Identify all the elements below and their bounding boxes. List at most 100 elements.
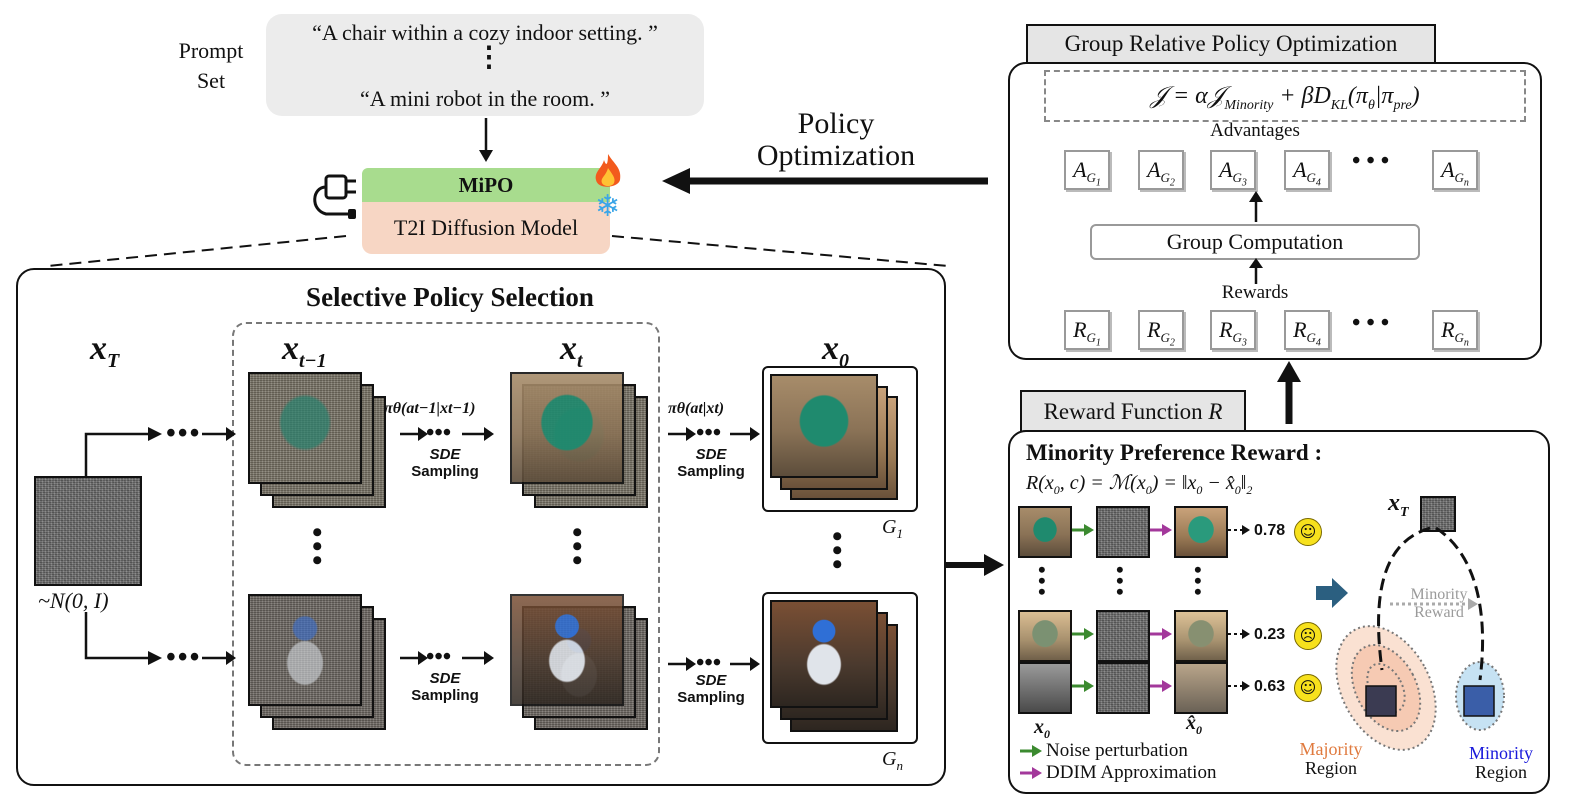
reward-chip-3: RG3 xyxy=(1210,310,1256,350)
reward-chip-4: RG4 xyxy=(1284,310,1330,350)
plug-icon xyxy=(306,170,364,235)
to-reward-arrow xyxy=(946,554,1004,576)
teal-right-arrow xyxy=(1316,578,1348,608)
prompt-2: “A mini robot in the room. ” xyxy=(360,86,610,111)
label-xT: xT xyxy=(90,330,120,372)
region-diagram xyxy=(1335,526,1505,751)
majority-region-label: Majority Region xyxy=(1299,739,1363,778)
advantage-chip-3: AG3 xyxy=(1210,150,1256,190)
reward-row2-noise xyxy=(1096,610,1150,662)
x0-group-1-frame xyxy=(762,366,918,512)
prompt-1: “A chair within a cozy indoor setting. ” xyxy=(312,20,658,45)
smiley-icon-1: ☺ xyxy=(1294,518,1322,546)
score-1: 0.78 xyxy=(1254,522,1286,539)
vdots-xt-1: ••• xyxy=(312,516,323,577)
snowflake-icon: ❄ xyxy=(595,189,621,224)
policy-optimization-arrow xyxy=(662,168,988,194)
advantages-label: Advantages xyxy=(1210,120,1300,141)
sde-sampling-3: SDE Sampling xyxy=(677,446,745,480)
reward-x0hat-label: x̂0 xyxy=(1186,712,1202,737)
vdots-x0: ••• xyxy=(832,520,843,581)
xt-1-chair-image xyxy=(248,372,362,484)
dots-top-1: ••• xyxy=(166,418,202,449)
policy-label-1: πθ(at−1|xt−1) xyxy=(384,400,476,417)
prompt-ellipsis: ⋮ xyxy=(475,42,503,73)
score-2: 0.23 xyxy=(1254,626,1286,643)
x0-robot-image xyxy=(770,600,878,708)
label-xt: xt xyxy=(560,330,583,372)
mid-arrows xyxy=(400,427,494,665)
minority-reward-formula: R(x0, c) = ℳ(x0) = ‖x0 − x̂0‖2 xyxy=(1026,472,1253,497)
reward-fn-title-tab: Reward Function R xyxy=(1020,390,1246,432)
smiley-icon-2: ☺ xyxy=(1294,674,1322,702)
frown-icon: ☹ xyxy=(1294,622,1322,650)
dots-right-bottom: ••• xyxy=(696,650,722,676)
dots-mid-top: ••• xyxy=(426,420,452,446)
advantage-chip-n: AGn xyxy=(1432,150,1478,190)
group-computation-box: Group Computation xyxy=(1090,224,1420,260)
group-G1: G1 xyxy=(882,516,903,541)
reward-row3-x0 xyxy=(1018,662,1072,714)
reward-row1-noise xyxy=(1096,506,1150,558)
legend-arrows xyxy=(1020,745,1042,779)
region-xT-image xyxy=(1420,496,1456,532)
reward-row1-recon xyxy=(1174,506,1228,558)
label-x0: x0 xyxy=(822,330,849,372)
minority-reward-arrow-label: Minority Reward xyxy=(1410,586,1468,621)
sde-sampling-1: SDE Sampling xyxy=(411,446,479,480)
dots-mid-bottom: ••• xyxy=(426,644,452,670)
objective-box: 𝒥 = α𝒥Minority + βDKL(πθ|πpre) xyxy=(1044,70,1526,122)
vdots-xt: ••• xyxy=(572,516,583,577)
prompt-set-box: “A chair within a cozy indoor setting. ”… xyxy=(266,14,704,116)
label-xt-1: xt−1 xyxy=(282,330,327,372)
advantage-chip-4: AG4 xyxy=(1284,150,1330,190)
grpo-up-arrow-1 xyxy=(1249,191,1263,222)
sde-sampling-2: SDE Sampling xyxy=(411,670,479,704)
grpo-up-arrow-2 xyxy=(1249,258,1263,284)
advantage-dots: • • • xyxy=(1352,148,1390,174)
t2i-label: T2I Diffusion Model xyxy=(362,202,610,254)
reward-row1-x0 xyxy=(1018,506,1072,558)
reward-row-arrows xyxy=(1072,524,1250,692)
group-Gn: Gn xyxy=(882,748,903,773)
reward-chip-n: RGn xyxy=(1432,310,1478,350)
dots-bottom-1: ••• xyxy=(166,642,202,673)
mipo-label: MiPO xyxy=(362,168,610,202)
reward-row3-recon xyxy=(1174,662,1228,714)
dots-right-top: ••• xyxy=(696,420,722,446)
right-arrows xyxy=(668,427,760,671)
advantage-chip-2: AG2 xyxy=(1138,150,1184,190)
rewards-label: Rewards xyxy=(1221,282,1289,303)
x0-group-n-frame xyxy=(762,592,918,744)
minority-region-label: Minority Region xyxy=(1468,743,1533,782)
reward-row2-x0 xyxy=(1018,610,1072,662)
selective-title: Selective Policy Selection xyxy=(306,282,594,312)
advantage-chip-1: AG1 xyxy=(1064,150,1110,190)
legend-noise-perturbation: Noise perturbation xyxy=(1046,740,1188,761)
xt-robot-image xyxy=(510,594,624,706)
xt-1-robot-image xyxy=(248,594,362,706)
legend-ddim-approximation: DDIM Approximation xyxy=(1046,762,1217,783)
reward-vdots-2: ••• xyxy=(1116,557,1124,604)
policy-optimization-label: Policy Optimization xyxy=(756,107,916,172)
reward-chip-1: RG1 xyxy=(1064,310,1110,350)
middle-dashed-box xyxy=(232,322,660,766)
reward-row3-noise xyxy=(1096,662,1150,714)
fire-icon xyxy=(592,152,624,197)
branch-arrows xyxy=(84,427,162,665)
zoom-dashed-lines xyxy=(47,235,949,267)
sde-sampling-4: SDE Sampling xyxy=(677,672,745,706)
prompt-set-label: Prompt Set xyxy=(178,38,244,93)
reward-vdots-1: ••• xyxy=(1038,557,1046,604)
xT-noise-image xyxy=(34,476,142,586)
noise-distribution: ~N(0, I) xyxy=(38,588,109,613)
reward-dots: • • • xyxy=(1352,310,1390,336)
x0-chair-image xyxy=(770,374,878,478)
score-3: 0.63 xyxy=(1254,678,1286,695)
minority-reward-heading: Minority Preference Reward : xyxy=(1026,440,1323,465)
xt-chair-image xyxy=(510,372,624,484)
reward-chip-2: RG2 xyxy=(1138,310,1184,350)
policy-label-2: πθ(at|xt) xyxy=(668,400,725,417)
prompt-to-model-arrow xyxy=(479,118,493,162)
grpo-title-tab: Group Relative Policy Optimization xyxy=(1026,24,1436,62)
